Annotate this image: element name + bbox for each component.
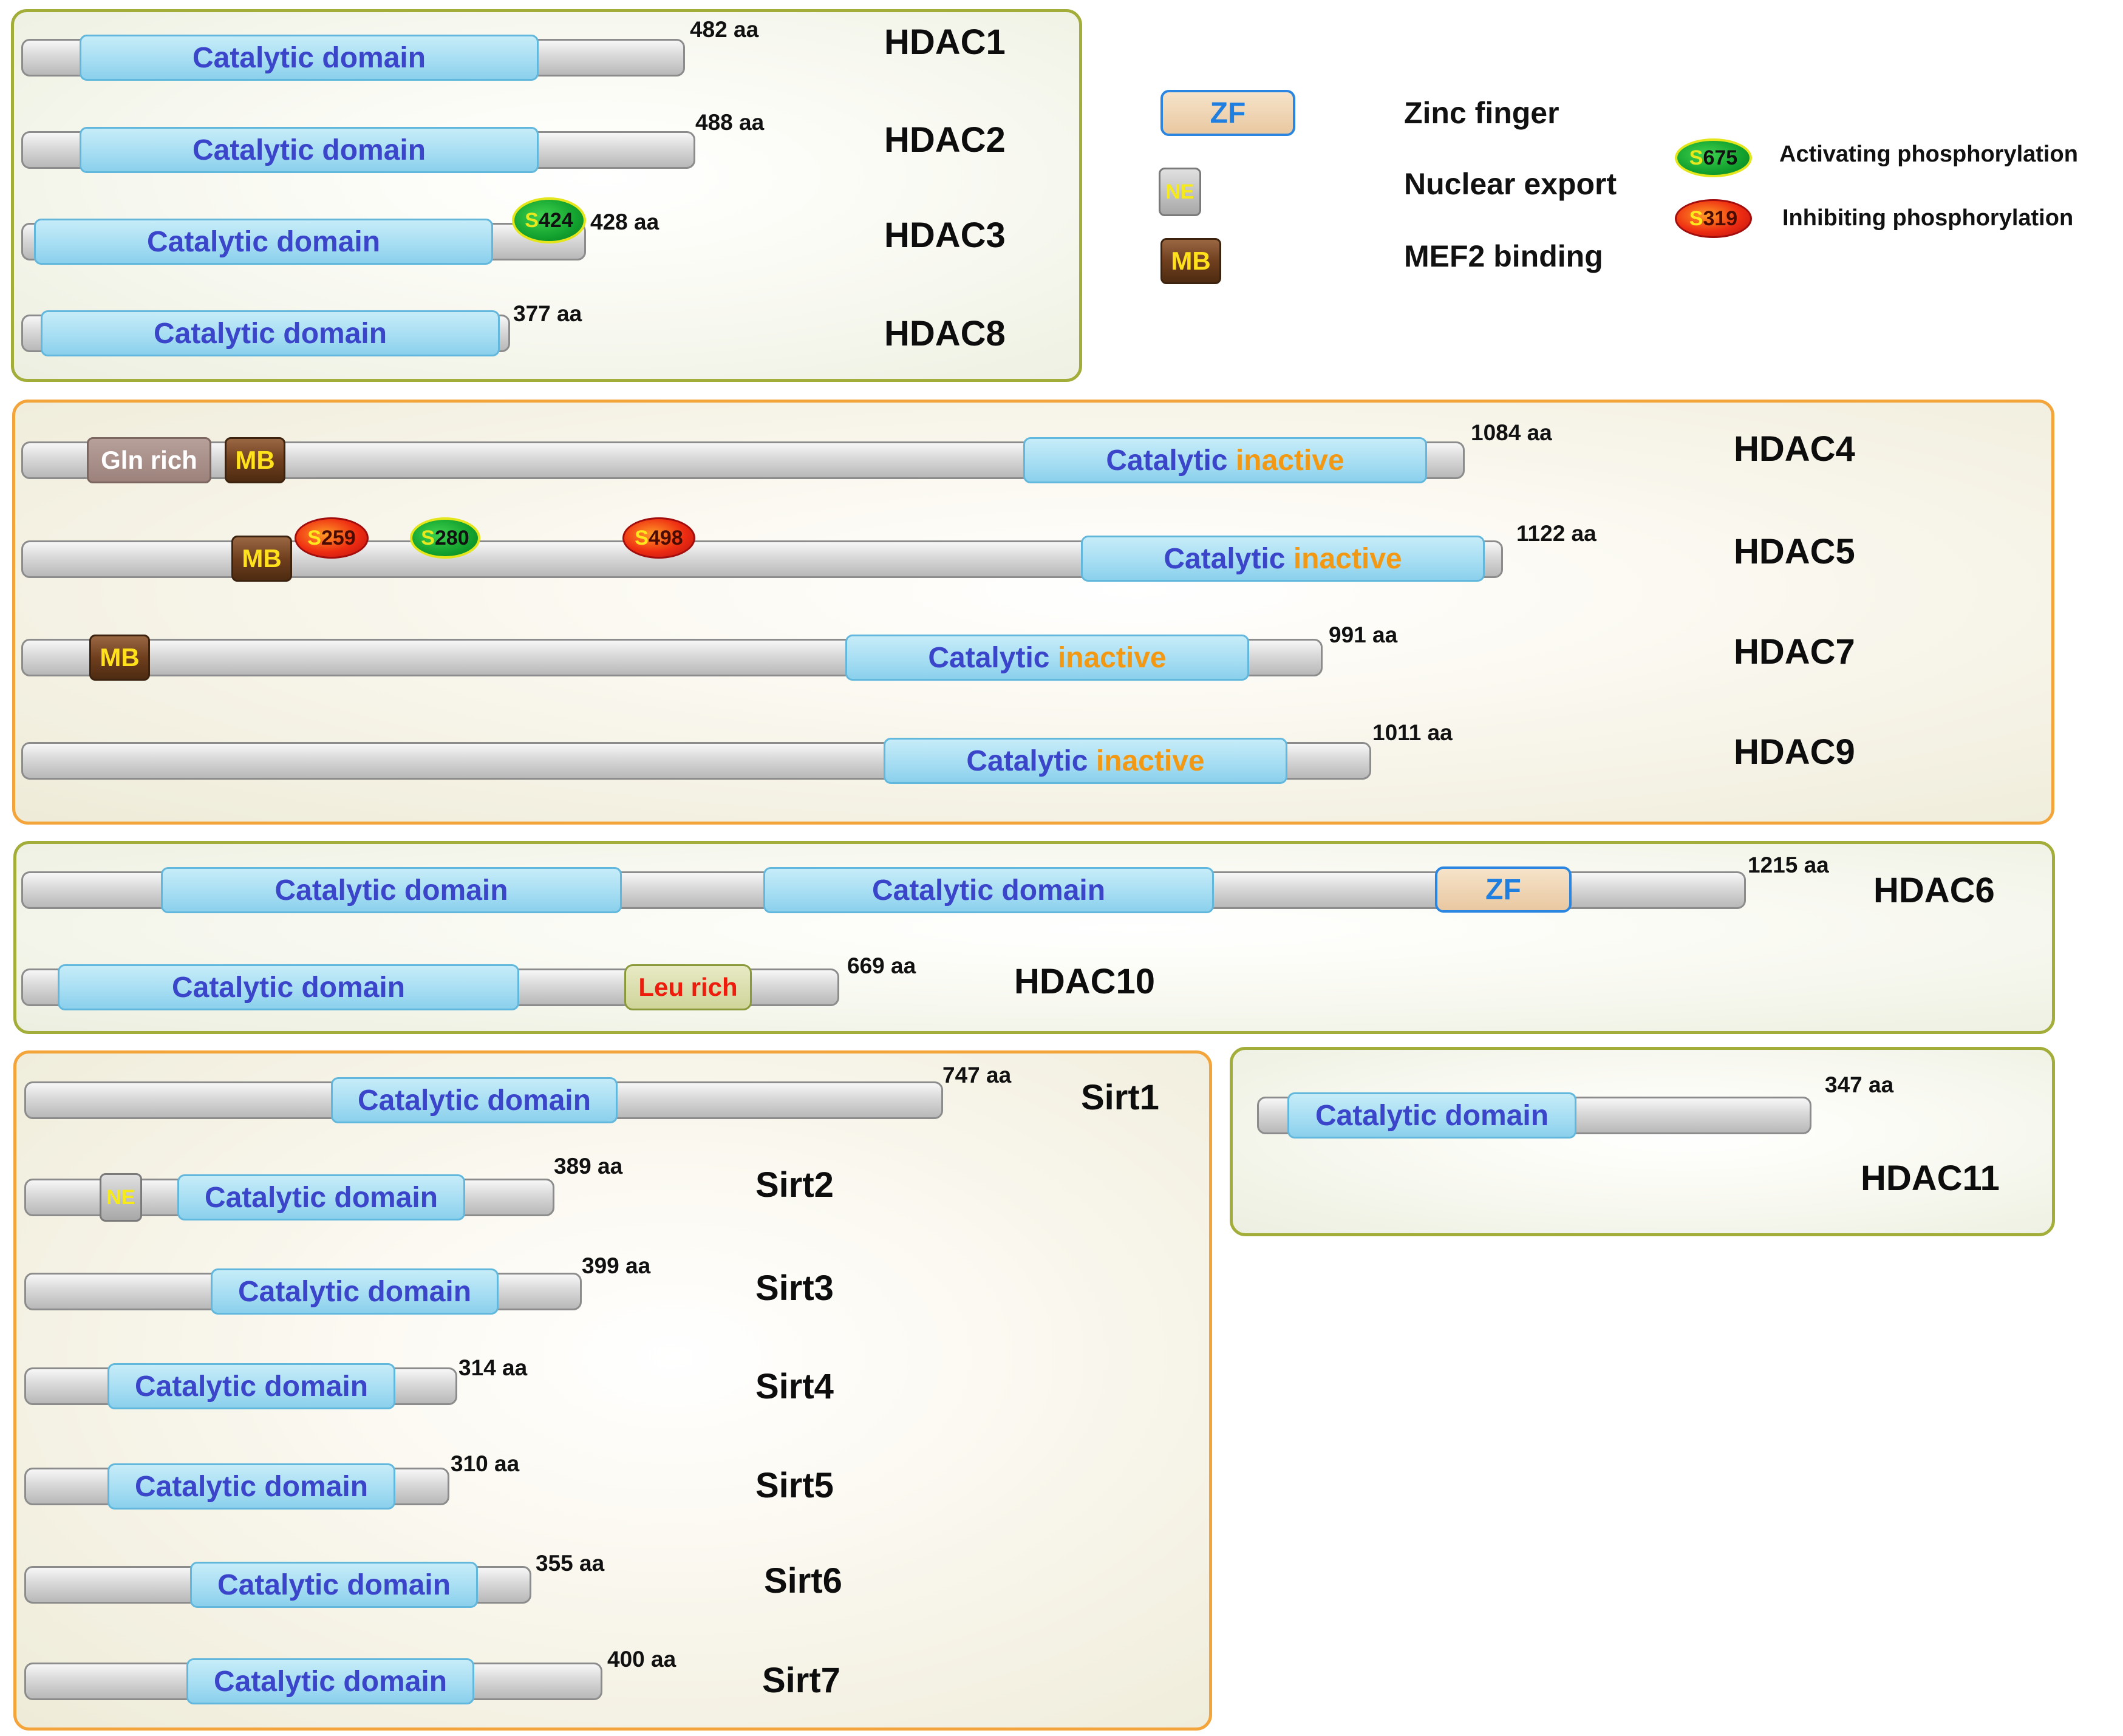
hdac6-name: HDAC6 xyxy=(1873,871,1995,910)
hdac7-length: 991 aa xyxy=(1329,622,1398,647)
sirt7-catalytic-domain: Catalytic domain xyxy=(186,1658,474,1704)
hdac10-name: HDAC10 xyxy=(1014,962,1156,1001)
hdac9-catalytic-inactive-domain: Catalytic inactive xyxy=(884,738,1287,784)
hdac3-name: HDAC3 xyxy=(884,216,1006,255)
hdac5-catalytic-inactive-domain: Catalytic inactive xyxy=(1081,536,1485,582)
legend-ne-symbol: NE xyxy=(1159,168,1201,216)
site-s-letter: S xyxy=(307,526,321,550)
hdac9-length: 1011 aa xyxy=(1372,720,1453,745)
hdac6-catalytic-domain-1: Catalytic domain xyxy=(161,867,622,913)
hdac11-catalytic-domain: Catalytic domain xyxy=(1287,1092,1576,1139)
hdac6-length: 1215 aa xyxy=(1748,853,1829,877)
hdac4-catalytic-inactive-domain: Catalytic inactive xyxy=(1023,437,1427,483)
hdac6-catalytic-domain-2: Catalytic domain xyxy=(763,867,1214,913)
legend-inhibiting-phosphorylation: Inhibiting phosphorylation xyxy=(1782,205,2074,231)
hdac5-length: 1122 aa xyxy=(1516,521,1597,546)
site-number: 259 xyxy=(321,526,356,550)
site-number: 280 xyxy=(434,526,469,550)
inactive-word: inactive xyxy=(1293,542,1402,575)
hdac2-length: 488 aa xyxy=(695,110,765,135)
legend-zf-symbol: ZF xyxy=(1160,90,1295,136)
hdac10-length: 669 aa xyxy=(847,953,916,978)
hdac8-name: HDAC8 xyxy=(884,314,1006,353)
legend-activating-phosphorylation: Activating phosphorylation xyxy=(1779,141,2078,167)
hdac4-length: 1084 aa xyxy=(1471,420,1552,445)
sirt3-name: Sirt3 xyxy=(755,1268,834,1308)
sirt6-name: Sirt6 xyxy=(764,1561,842,1601)
sirt6-catalytic-domain: Catalytic domain xyxy=(190,1562,478,1608)
catalytic-word: Catalytic xyxy=(1106,444,1228,477)
hdac8-length: 377 aa xyxy=(513,301,582,326)
hdac3-catalytic-domain: Catalytic domain xyxy=(34,219,493,265)
sirt7-name: Sirt7 xyxy=(762,1661,840,1700)
inactive-word: inactive xyxy=(1235,444,1344,477)
legend-zinc-finger: Zinc finger xyxy=(1404,96,1559,130)
hdac5-mb-domain: MB xyxy=(231,536,292,582)
hdac1-name: HDAC1 xyxy=(884,22,1006,62)
hdac9-name: HDAC9 xyxy=(1734,732,1855,772)
sirt5-length: 310 aa xyxy=(451,1451,520,1476)
hdac5-name: HDAC5 xyxy=(1734,532,1855,571)
site-s-letter: S xyxy=(1689,146,1703,169)
legend-nuclear-export: Nuclear export xyxy=(1404,167,1617,201)
sirt3-catalytic-domain: Catalytic domain xyxy=(211,1268,499,1315)
site-number: 424 xyxy=(538,208,573,232)
sirt3-length: 399 aa xyxy=(582,1253,651,1278)
sirt5-name: Sirt5 xyxy=(755,1466,834,1505)
site-number: 319 xyxy=(1703,206,1738,230)
hdac11-name: HDAC11 xyxy=(1861,1159,2000,1198)
hdac10-leu-rich-domain: Leu rich xyxy=(624,964,752,1010)
hdac1-catalytic-domain: Catalytic domain xyxy=(80,35,539,81)
inactive-word: inactive xyxy=(1057,641,1167,674)
site-s-letter: S xyxy=(525,208,539,232)
sirt4-name: Sirt4 xyxy=(755,1367,834,1406)
sirt6-length: 355 aa xyxy=(536,1551,605,1576)
hdac4-name: HDAC4 xyxy=(1734,429,1855,469)
hdac11-length: 347 aa xyxy=(1825,1072,1894,1097)
sirt5-catalytic-domain: Catalytic domain xyxy=(107,1463,395,1510)
site-s-letter: S xyxy=(1689,206,1703,230)
sirt4-length: 314 aa xyxy=(458,1355,528,1380)
sirt4-catalytic-domain: Catalytic domain xyxy=(107,1363,395,1409)
catalytic-word: Catalytic xyxy=(966,744,1088,777)
class-iv-group xyxy=(1230,1047,2055,1236)
sirt1-name: Sirt1 xyxy=(1081,1078,1159,1117)
hdac3-length: 428 aa xyxy=(590,209,659,234)
sirt7-length: 400 aa xyxy=(607,1647,676,1672)
inactive-word: inactive xyxy=(1096,744,1205,777)
site-s-letter: S xyxy=(421,526,435,550)
legend-mef2-binding: MEF2 binding xyxy=(1404,239,1603,273)
hdac1-length: 482 aa xyxy=(690,17,759,42)
hdac2-catalytic-domain: Catalytic domain xyxy=(80,127,539,173)
legend-mb-symbol: MB xyxy=(1160,238,1221,284)
sirt1-catalytic-domain: Catalytic domain xyxy=(331,1077,618,1123)
site-number: 675 xyxy=(1703,146,1738,169)
sirt2-catalytic-domain: Catalytic domain xyxy=(177,1174,465,1220)
catalytic-word: Catalytic xyxy=(928,641,1050,674)
hdac10-catalytic-domain: Catalytic domain xyxy=(58,964,519,1010)
hdac8-catalytic-domain: Catalytic domain xyxy=(41,310,500,356)
hdac6-zf-domain: ZF xyxy=(1435,866,1572,913)
sirt2-name: Sirt2 xyxy=(755,1165,834,1205)
sirt2-ne-domain: NE xyxy=(100,1173,142,1222)
catalytic-word: Catalytic xyxy=(1164,542,1286,575)
site-number: 498 xyxy=(648,526,683,550)
hdac7-name: HDAC7 xyxy=(1734,632,1855,672)
hdac7-catalytic-inactive-domain: Catalytic inactive xyxy=(845,635,1249,681)
site-s-letter: S xyxy=(635,526,649,550)
hdac4-gln-rich-domain: Gln rich xyxy=(87,437,211,483)
hdac7-mb-domain: MB xyxy=(89,635,150,681)
sirt2-length: 389 aa xyxy=(554,1154,623,1179)
hdac4-mb-domain: MB xyxy=(225,437,285,483)
hdac2-name: HDAC2 xyxy=(884,120,1006,160)
sirt1-length: 747 aa xyxy=(942,1063,1012,1088)
